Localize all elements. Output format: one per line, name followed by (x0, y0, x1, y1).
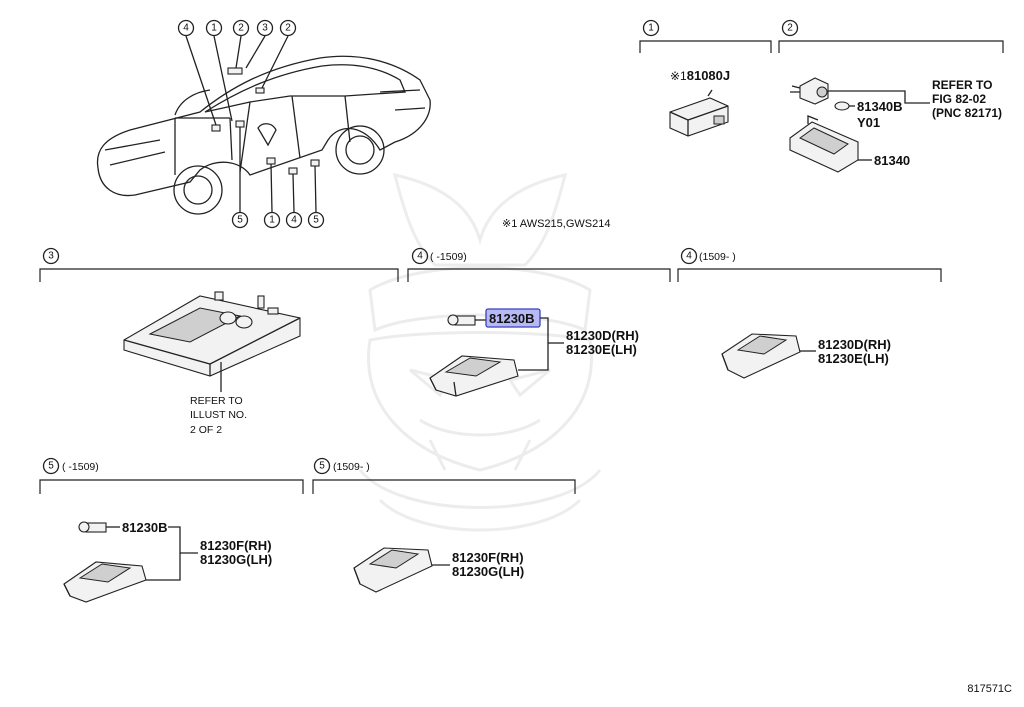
date-range: ( -1509) (430, 251, 467, 263)
section-2: 2 REFER TO FIG 82-02 (PNC 82171) 81340B … (778, 19, 1004, 173)
part-number-81340[interactable]: 81340 (874, 153, 910, 168)
bulb-image (447, 314, 476, 326)
callout-number: 2 (285, 23, 291, 34)
callout-number: 5 (313, 215, 319, 226)
callout-number: 1 (211, 23, 217, 34)
part-number-81340B[interactable]: 81340B (857, 99, 903, 114)
part-number-81080J[interactable]: ※181080J (670, 68, 730, 83)
part-number-81230B[interactable]: 81230B (122, 520, 168, 535)
refer-text: FIG 82-02 (932, 92, 986, 106)
car-callouts-bottom: 5 1 4 5 (231, 211, 325, 229)
footnote: ※1 AWS215,GWS214 (502, 218, 610, 230)
lamp-housing-image (63, 561, 147, 603)
lamp-assembly-image (789, 115, 859, 173)
part-number-81230D[interactable]: 81230D(RH) (818, 337, 891, 352)
part-number-81230G[interactable]: 81230G(LH) (452, 564, 524, 579)
part-number-81230E[interactable]: 81230E(LH) (818, 351, 889, 366)
refer-text: 2 OF 2 (190, 424, 222, 436)
illustration-id: 817571C (967, 683, 1012, 695)
date-range: (1509- ) (699, 251, 736, 263)
part-number-81230D[interactable]: 81230D(RH) (566, 328, 639, 343)
lamp-housing-image (353, 547, 433, 593)
refer-text: ILLUST NO. (190, 409, 247, 421)
lamp-housing-image (429, 355, 519, 397)
part-number-81230E[interactable]: 81230E(LH) (566, 342, 637, 357)
section-number: 1 (648, 23, 654, 34)
section-3: 3 REFER TO ILLUST NO. 2 OF 2 (39, 247, 399, 436)
socket-assembly-image (790, 77, 850, 111)
refer-text: (PNC 82171) (932, 106, 1002, 120)
bulb-image (78, 521, 107, 533)
part-number-81230F[interactable]: 81230F(RH) (200, 538, 272, 553)
car-callouts-top: 4 1 2 3 2 (177, 19, 297, 37)
callout-number: 3 (262, 23, 268, 34)
section-5-early: 5 ( -1509) 81230B 81230F(RH) 81230G(LH) (39, 457, 304, 603)
part-sub-code: Y01 (857, 115, 880, 130)
section-number: 3 (48, 251, 54, 262)
lamp-housing-image (721, 333, 801, 379)
section-number: 5 (319, 461, 325, 472)
callout-number: 4 (183, 23, 189, 34)
section-number: 4 (417, 251, 423, 262)
part-number-81230B[interactable]: 81230B (489, 311, 535, 326)
part-number-81230G[interactable]: 81230G(LH) (200, 552, 272, 567)
date-range: ( -1509) (62, 461, 99, 473)
callout-number: 2 (238, 23, 244, 34)
callout-number: 4 (291, 215, 297, 226)
section-1: 1 ※181080J (639, 19, 772, 137)
car-illustration (96, 35, 431, 215)
callout-number: 5 (237, 215, 243, 226)
refer-text: REFER TO (932, 78, 992, 92)
overhead-console-image (123, 291, 301, 377)
date-range: (1509- ) (333, 461, 370, 473)
part-number-81230F[interactable]: 81230F(RH) (452, 550, 524, 565)
refer-text: REFER TO (190, 395, 243, 407)
callout-number: 1 (269, 215, 275, 226)
section-number: 5 (48, 461, 54, 472)
section-4-early: 4 ( -1509) 81230B 81230D(RH) 81230E(LH) (407, 247, 671, 397)
sensor-part-image (669, 89, 729, 137)
samurai-crest-watermark (358, 173, 602, 532)
section-number: 4 (686, 251, 692, 262)
section-number: 2 (787, 23, 793, 34)
section-4-late: 4 (1509- ) 81230D(RH) 81230E(LH) (677, 247, 942, 379)
section-5-late: 5 (1509- ) 81230F(RH) 81230G(LH) (312, 457, 576, 593)
